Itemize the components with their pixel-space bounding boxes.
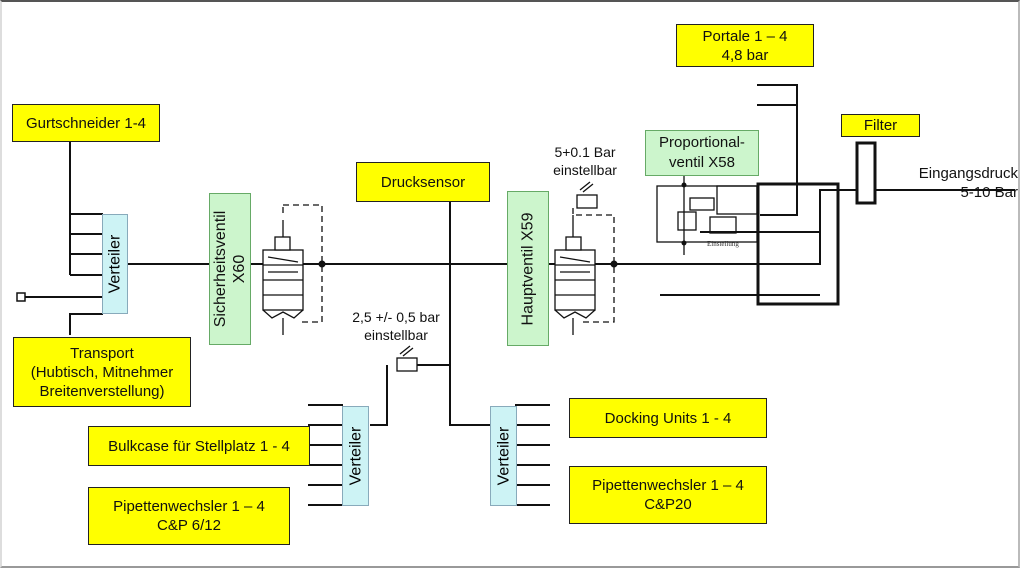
regulator-main-annotation: 5+0.1 Bar einstellbar	[553, 144, 617, 178]
pipe-portale	[757, 84, 798, 216]
verteiler-3-label: Verteiler	[495, 426, 512, 486]
gurtschneider-box: Gurtschneider 1-4	[12, 104, 160, 142]
regulator-main-symbol	[576, 181, 598, 209]
prop-valve-small-text: Einstellung	[707, 240, 739, 248]
valve-x59-symbol	[554, 208, 615, 335]
inlet-pressure-annotation: Eingangsdruck 5-10 Bar	[918, 165, 1018, 201]
portale-box: Portale 1 – 4 4,8 bar	[676, 24, 814, 67]
sicherheitsventil-label: Sicherheitsventil X60	[212, 210, 248, 328]
verteiler-1: Verteiler	[102, 214, 128, 314]
regulator-low-annotation: 2,5 +/- 0,5 bar einstellbar	[352, 309, 440, 343]
pipe-transport	[69, 313, 103, 335]
pipe-drucksensor	[449, 202, 490, 426]
pipe-verteiler2-outlets	[308, 404, 343, 506]
proportionalventil-x58-box: Proportional- ventil X58	[645, 130, 759, 176]
verteiler-1-label: Verteiler	[106, 234, 124, 294]
sicherheitsventil-x60-box: Sicherheitsventil X60	[209, 193, 251, 345]
bulkcase-box: Bulkcase für Stellplatz 1 - 4	[88, 426, 310, 466]
verteiler-2-label: Verteiler	[347, 426, 364, 486]
transport-box: Transport (Hubtisch, Mitnehmer Breitenve…	[13, 337, 191, 407]
drucksensor-box: Drucksensor	[356, 162, 490, 202]
verteiler-3: Verteiler	[490, 406, 517, 506]
hauptventil-label: Hauptventil X59	[519, 212, 537, 325]
junction-x59	[610, 260, 618, 268]
pipe-prop-return	[660, 231, 820, 296]
pipettenwechsler-cp612-box: Pipettenwechsler 1 – 4 C&P 6/12	[88, 487, 290, 545]
pipe-verteiler3-outlets	[515, 404, 550, 506]
pipe-reg-low-down	[370, 365, 388, 426]
hauptventil-x59-box: Hauptventil X59	[507, 191, 549, 346]
pipettenwechsler-cp20-box: Pipettenwechsler 1 – 4 C&P20	[569, 466, 767, 524]
valve-x60-symbol	[262, 204, 323, 335]
pipe-main-right	[548, 189, 1015, 265]
regulator-low-symbol	[396, 345, 418, 372]
exhaust-port	[16, 292, 26, 302]
junction-x60	[318, 260, 326, 268]
pipe-verteiler1-outlets	[70, 213, 103, 276]
filter-box: Filter	[841, 114, 920, 137]
prop-valve-schematic	[656, 175, 758, 255]
filter-symbol	[855, 141, 877, 205]
manifold-block	[756, 182, 840, 306]
docking-units-box: Docking Units 1 - 4	[569, 398, 767, 438]
verteiler-2: Verteiler	[342, 406, 369, 506]
